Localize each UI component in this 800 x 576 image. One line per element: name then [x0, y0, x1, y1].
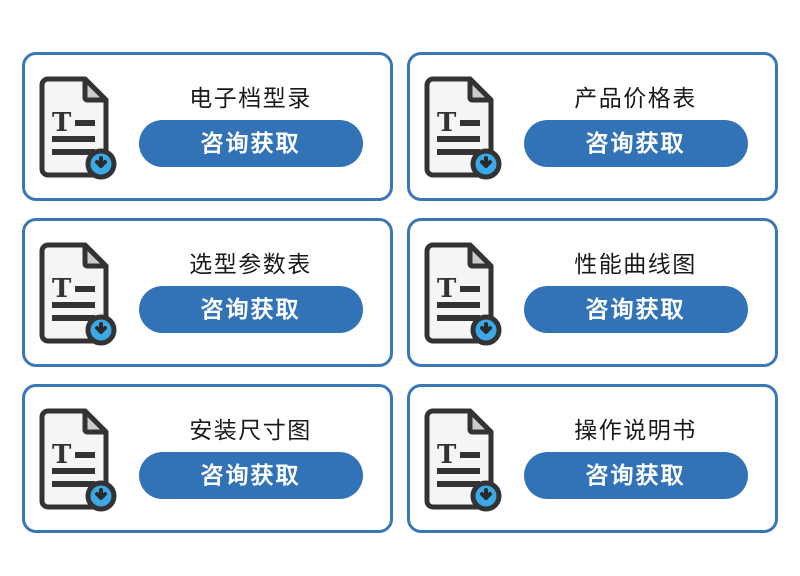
- document-download-icon: T: [422, 76, 502, 179]
- document-download-icon: T: [422, 408, 502, 511]
- svg-text:T: T: [437, 274, 457, 304]
- card-title: 性能曲线图: [574, 250, 697, 277]
- document-download-icon: T: [37, 76, 117, 179]
- resource-card-grid: T 电子档型录 咨询获取 T: [22, 52, 778, 533]
- card-body: 选型参数表 咨询获取: [121, 250, 380, 334]
- document-download-icon: T: [37, 408, 117, 511]
- card-body: 产品价格表 咨询获取: [506, 84, 765, 168]
- svg-text:T: T: [437, 108, 457, 138]
- card-title: 安装尺寸图: [189, 416, 312, 443]
- consult-get-button[interactable]: 咨询获取: [523, 452, 748, 500]
- svg-text:T: T: [437, 440, 457, 470]
- consult-get-button[interactable]: 咨询获取: [523, 120, 748, 168]
- resource-card-operation-manual[interactable]: T 操作说明书 咨询获取: [407, 384, 778, 533]
- consult-get-button[interactable]: 咨询获取: [138, 452, 363, 500]
- card-title: 产品价格表: [574, 84, 697, 111]
- svg-text:T: T: [52, 440, 72, 470]
- card-title: 电子档型录: [189, 84, 312, 111]
- card-title: 选型参数表: [189, 250, 312, 277]
- svg-text:T: T: [52, 274, 72, 304]
- resource-card-product-price-list[interactable]: T 产品价格表 咨询获取: [407, 52, 778, 201]
- resource-card-electronic-catalog[interactable]: T 电子档型录 咨询获取: [22, 52, 393, 201]
- card-body: 性能曲线图 咨询获取: [506, 250, 765, 334]
- document-download-icon: T: [422, 242, 502, 345]
- document-download-icon: T: [37, 242, 117, 345]
- resource-card-selection-parameter-table[interactable]: T 选型参数表 咨询获取: [22, 218, 393, 367]
- card-body: 操作说明书 咨询获取: [506, 416, 765, 500]
- card-title: 操作说明书: [574, 416, 697, 443]
- card-body: 安装尺寸图 咨询获取: [121, 416, 380, 500]
- consult-get-button[interactable]: 咨询获取: [523, 286, 748, 334]
- resource-card-performance-curve-chart[interactable]: T 性能曲线图 咨询获取: [407, 218, 778, 367]
- card-body: 电子档型录 咨询获取: [121, 84, 380, 168]
- consult-get-button[interactable]: 咨询获取: [138, 286, 363, 334]
- svg-text:T: T: [52, 108, 72, 138]
- consult-get-button[interactable]: 咨询获取: [138, 120, 363, 168]
- resource-card-installation-dimension-drawing[interactable]: T 安装尺寸图 咨询获取: [22, 384, 393, 533]
